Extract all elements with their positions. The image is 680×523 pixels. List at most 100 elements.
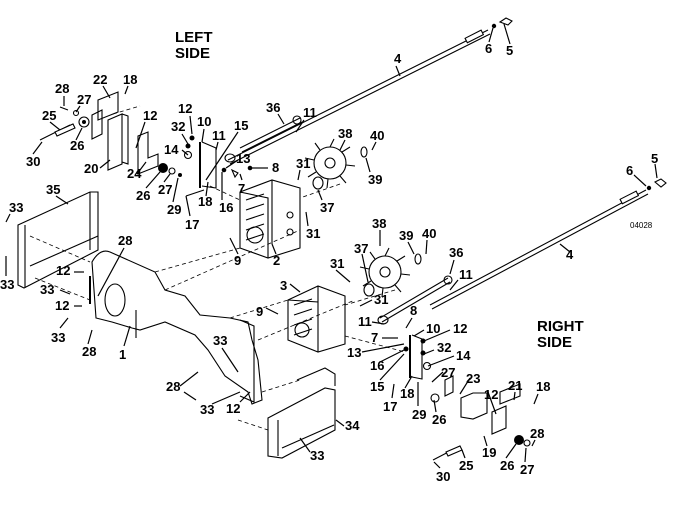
callout: 31 [330, 256, 344, 271]
callout: 27 [77, 92, 91, 107]
callout: 29 [412, 407, 426, 422]
callout: 12 [56, 263, 70, 278]
callout: 11 [459, 267, 473, 282]
callout: 38 [338, 126, 352, 141]
callout: 1 [119, 347, 126, 362]
callout: 26 [432, 412, 446, 427]
callout: 33 [213, 333, 227, 348]
callout: 15 [370, 379, 384, 394]
callout: 6 [626, 163, 633, 178]
side-shield-left [17, 191, 99, 289]
callout: 17 [383, 399, 397, 414]
callout: 27 [441, 365, 455, 380]
callout: 33 [200, 402, 214, 417]
callout: 30 [436, 469, 450, 484]
callout: 11 [303, 105, 317, 120]
callout: 12 [484, 387, 498, 402]
callout: 14 [456, 348, 471, 363]
callout: 12 [143, 108, 157, 123]
figure-id: 04028 [630, 221, 653, 230]
callout: 6 [485, 41, 492, 56]
callout: 27 [158, 182, 172, 197]
link-rod-36-left [224, 115, 303, 163]
callouts-right: 6 5 4 38 39 40 37 36 31 11 3 31 9 8 11 7… [256, 151, 658, 484]
hydrostatic-pump-right [287, 285, 346, 353]
cooling-fan-left [304, 138, 368, 190]
callout: 31 [306, 226, 320, 241]
callout: 25 [42, 108, 56, 123]
callout: 36 [449, 245, 463, 260]
callout: 20 [84, 161, 98, 176]
callout: 27 [520, 462, 534, 477]
callout: 12 [178, 101, 192, 116]
callout: 5 [651, 151, 658, 166]
callout: 10 [426, 321, 440, 336]
callout: 2 [273, 253, 280, 268]
callout: 19 [482, 445, 496, 460]
callout: 32 [437, 340, 451, 355]
callout: 18 [123, 72, 137, 87]
callout: 16 [219, 200, 233, 215]
callout: 9 [256, 304, 263, 319]
callout: 38 [372, 216, 386, 231]
callout: 28 [118, 233, 132, 248]
callout: 28 [82, 344, 96, 359]
callout: 8 [410, 303, 417, 318]
callout: 12 [226, 401, 240, 416]
callout: 34 [345, 418, 360, 433]
callout: 7 [371, 330, 378, 345]
callout: 4 [394, 51, 402, 66]
callout: 7 [238, 181, 245, 196]
cooling-fan-right [359, 247, 422, 298]
callout: 36 [266, 100, 280, 115]
callout: 13 [236, 151, 250, 166]
callout: 26 [70, 138, 84, 153]
callout: 28 [166, 379, 180, 394]
callout: 30 [26, 154, 40, 169]
callout: 24 [127, 166, 142, 181]
callout: 33 [40, 282, 54, 297]
callout: 26 [500, 458, 514, 473]
callout: 33 [9, 200, 23, 215]
callout: 12 [453, 321, 467, 336]
callout: 15 [234, 118, 248, 133]
callout: 18 [198, 194, 212, 209]
callout: 31 [296, 156, 310, 171]
right-side-label: RIGHT SIDE [537, 318, 584, 351]
callout: 9 [234, 253, 241, 268]
callout: 12 [55, 298, 69, 313]
callout: 29 [167, 202, 181, 217]
callout: 18 [400, 386, 414, 401]
left-bracket-assembly [39, 91, 182, 177]
callout: 40 [422, 226, 436, 241]
hydrostatic-pump-left [239, 179, 301, 259]
callout: 10 [197, 114, 211, 129]
callout: 17 [185, 217, 199, 232]
callout: 13 [347, 345, 361, 360]
leader-lines [5, 23, 658, 469]
callout: 39 [399, 228, 413, 243]
callout: 5 [506, 43, 513, 58]
callout: 25 [459, 458, 473, 473]
callout: 28 [55, 81, 69, 96]
left-side-label: LEFT SIDE [175, 29, 213, 62]
callout: 8 [272, 160, 279, 175]
bottom-shield-right [267, 367, 336, 459]
callout: 32 [171, 119, 185, 134]
svg-text:SIDE: SIDE [175, 45, 210, 62]
link-rod-36-right [377, 275, 453, 325]
callout: 11 [358, 314, 372, 329]
svg-text:LEFT: LEFT [175, 29, 213, 46]
svg-text:RIGHT: RIGHT [537, 318, 584, 335]
callout: 33 [310, 448, 324, 463]
callouts-frame: 35 33 33 28 12 33 12 33 28 1 33 28 33 12… [0, 182, 360, 463]
svg-text:SIDE: SIDE [537, 334, 572, 351]
callout: 37 [354, 241, 368, 256]
callout: 35 [46, 182, 60, 197]
callout: 4 [566, 247, 574, 262]
callout: 33 [0, 277, 14, 292]
callout: 3 [280, 278, 287, 293]
alignment-lines [29, 105, 406, 431]
callout: 23 [466, 371, 480, 386]
